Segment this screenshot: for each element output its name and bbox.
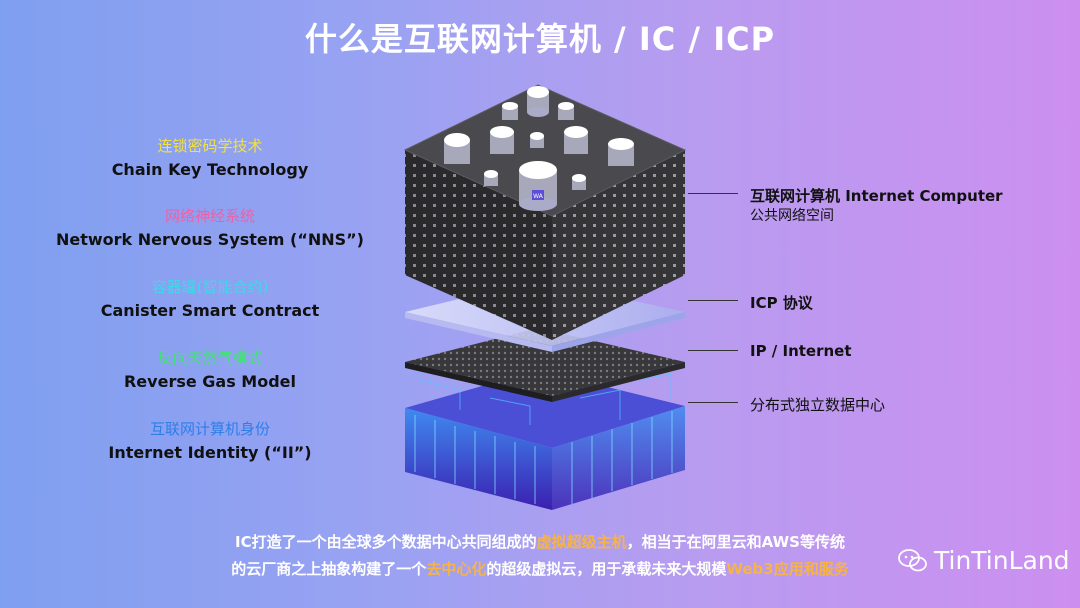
canister	[530, 132, 544, 148]
leader-line	[688, 402, 738, 403]
layer-label-text: 互联网计算机 Internet Computer	[750, 187, 1003, 205]
leader-line	[688, 193, 738, 194]
footer-highlight: 去中心化	[426, 560, 487, 578]
brand-watermark: TinTinLand	[898, 546, 1070, 575]
canisters: WA	[444, 86, 634, 211]
footer-description: IC打造了一个由全球多个数据中心共同组成的虚拟超级主机，相当于在阿里云和AWS等…	[150, 529, 930, 583]
footer-text: ，相当于在阿里云和AWS等传统	[626, 533, 845, 551]
footer-line-2: 的云厂商之上抽象构建了一个去中心化的超级虚拟云，用于承载未来大规模Web3应用和…	[150, 556, 930, 583]
footer-text: 的云厂商之上抽象构建了一个	[231, 560, 427, 578]
canister	[608, 138, 634, 166]
internet-computer-cube	[403, 84, 687, 340]
canister-label: WA	[533, 193, 544, 200]
canister	[484, 170, 498, 186]
feature-en: Chain Key Technology	[111, 160, 309, 179]
feature-zh: 反向天然气模式	[157, 349, 263, 367]
leader-line	[688, 300, 738, 301]
feature-zh: 容器罐(智能合约)	[151, 278, 269, 296]
brand-name: TinTinLand	[934, 546, 1070, 575]
feature-en: Internet Identity (“II”)	[108, 443, 312, 462]
layer-label-text: IP / Internet	[750, 342, 852, 360]
canister	[490, 126, 514, 154]
feature-internet-identity: 互联网计算机身份 Internet Identity (“II”)	[20, 418, 400, 462]
data-center-layer	[405, 370, 685, 510]
feature-nns: 网络神经系统 Network Nervous System (“NNS”)	[20, 205, 400, 249]
canister	[444, 133, 470, 164]
internet-layer	[405, 328, 685, 425]
footer-text: 的超级虚拟云，用于承载未来大规模	[486, 560, 727, 578]
ic-stack-diagram: WA	[403, 84, 687, 510]
canister	[564, 126, 588, 154]
feature-zh: 互联网计算机身份	[149, 420, 270, 438]
feature-en: Network Nervous System (“NNS”)	[56, 230, 364, 249]
feature-canister: 容器罐(智能合约) Canister Smart Contract	[20, 276, 400, 320]
feature-en: Reverse Gas Model	[123, 372, 296, 391]
feature-chain-key: 连锁密码学技术 Chain Key Technology	[20, 135, 400, 179]
layer-sublabel-text: 公共网络空间	[750, 208, 834, 224]
canister	[502, 102, 518, 120]
canister	[572, 174, 586, 190]
layer-label-text: 分布式独立数据中心	[750, 396, 886, 414]
feature-zh: 网络神经系统	[164, 207, 255, 225]
layer-label-text: ICP 协议	[750, 294, 813, 312]
page-title: 什么是互联网计算机 / IC / ICP	[304, 20, 776, 58]
footer-highlight: Web3应用和服务	[726, 560, 849, 578]
feature-zh: 连锁密码学技术	[157, 137, 263, 155]
feature-en: Canister Smart Contract	[100, 301, 320, 320]
feature-reverse-gas: 反向天然气模式 Reverse Gas Model	[20, 347, 400, 391]
footer-line-1: IC打造了一个由全球多个数据中心共同组成的虚拟超级主机，相当于在阿里云和AWS等…	[150, 529, 930, 556]
wechat-icon	[898, 548, 927, 571]
canister: WA	[519, 161, 557, 211]
footer-highlight: 虚拟超级主机	[536, 533, 627, 551]
leader-line	[688, 350, 738, 351]
footer-text: IC打造了一个由全球多个数据中心共同组成的	[235, 533, 537, 551]
canister	[558, 102, 574, 120]
canister	[527, 86, 549, 117]
